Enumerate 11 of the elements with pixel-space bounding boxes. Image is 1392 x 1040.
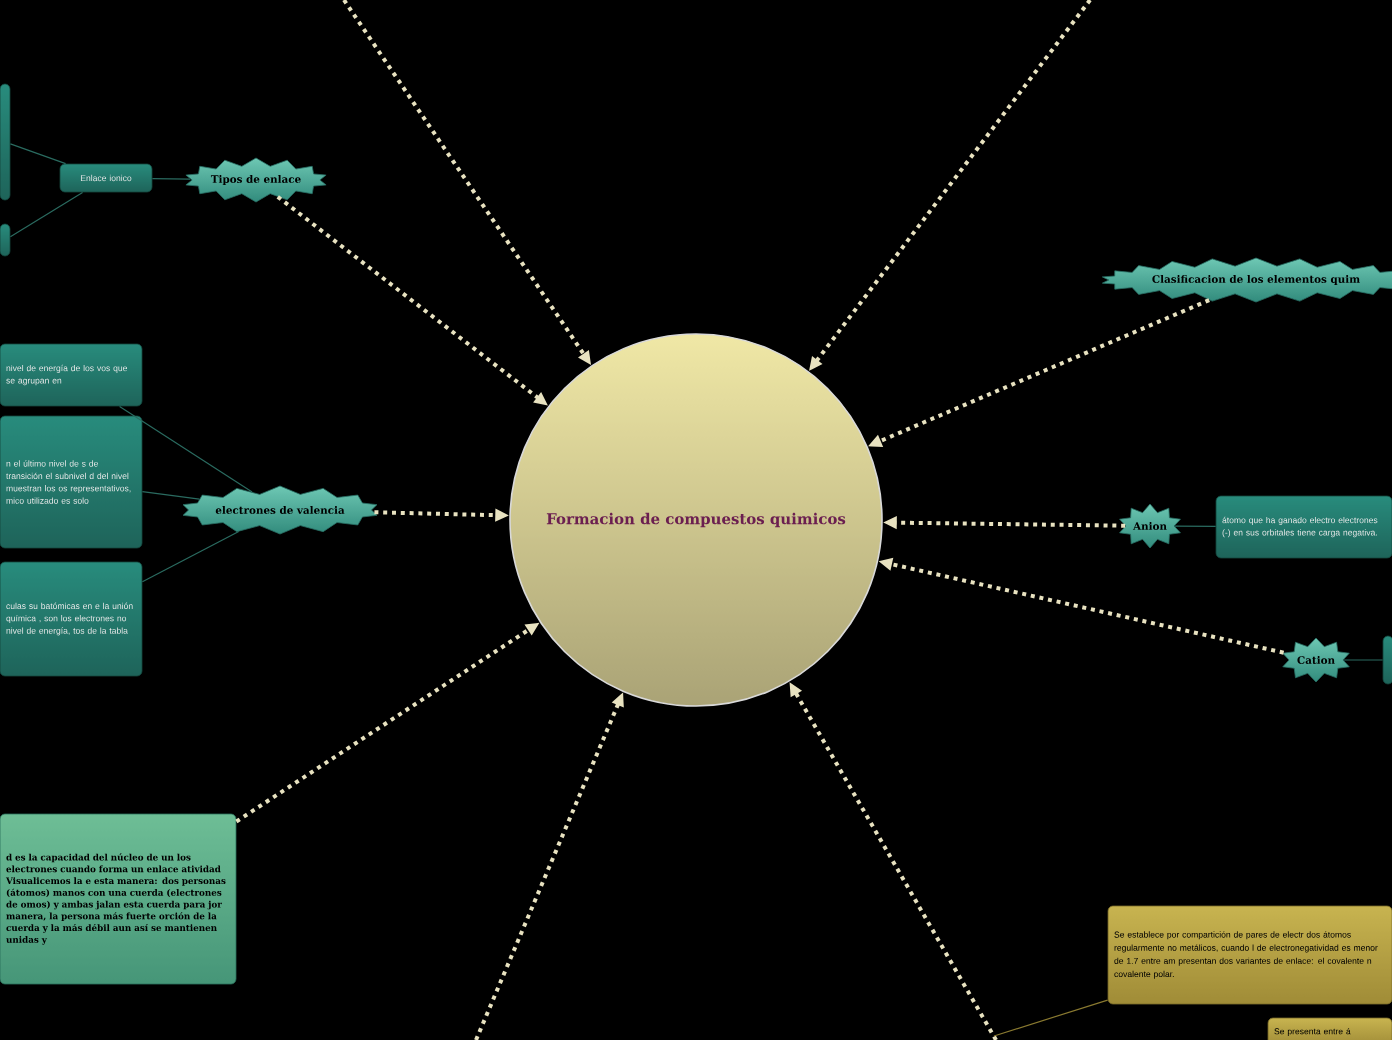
connector-line [141, 490, 200, 500]
connector-line [151, 178, 191, 180]
connector-line [9, 143, 67, 165]
connector-line [993, 999, 1109, 1037]
connector-line [141, 530, 240, 583]
connector-line [1342, 659, 1384, 661]
empty-box [0, 83, 11, 201]
empty-box [0, 223, 11, 257]
connector-line [119, 405, 253, 493]
empty-box [1382, 635, 1392, 685]
connector-line [1174, 525, 1217, 528]
